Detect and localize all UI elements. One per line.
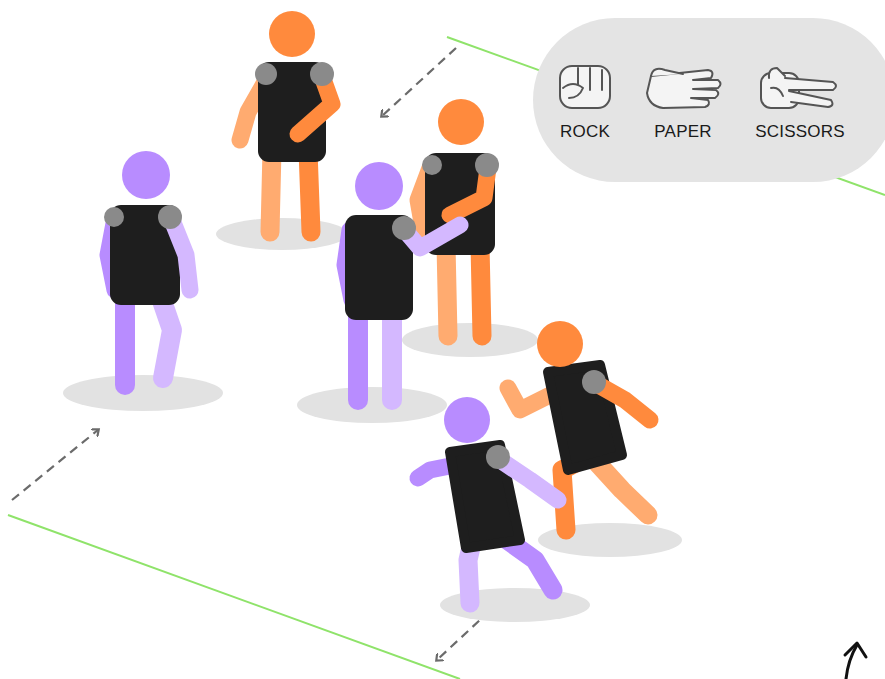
purple-running-player [418, 397, 558, 603]
movement-arrow [12, 430, 98, 500]
hand-sign-label: PAPER [654, 122, 711, 142]
field-line [8, 515, 460, 679]
hand-sign-panel: ROCK PAPER SCISSORS [533, 18, 885, 182]
purple-player [345, 162, 460, 400]
purple-player [104, 151, 190, 385]
turn-arrow-head [845, 643, 866, 657]
hand-sign-label: SCISSORS [755, 122, 844, 142]
orange-player [240, 11, 334, 232]
hand-sign-icons [533, 18, 885, 182]
hand-sign-label: ROCK [560, 122, 610, 142]
orange-running-player [508, 321, 650, 530]
